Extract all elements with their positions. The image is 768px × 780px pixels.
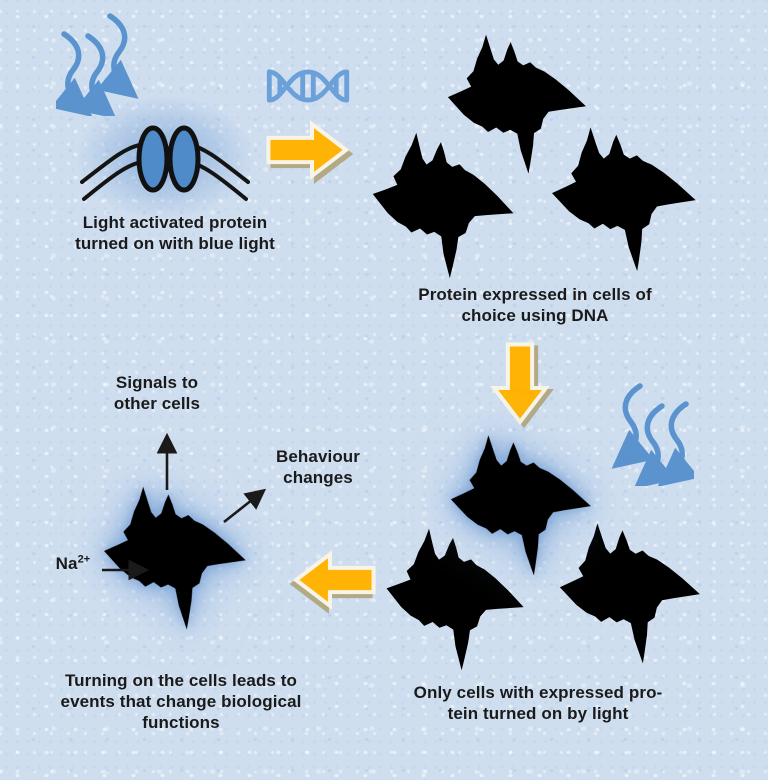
caption-line: events that change biological [60, 692, 302, 712]
label-ion: Na2+ [50, 553, 96, 574]
ion-superscript: 2+ [77, 553, 91, 566]
label-behaviour: Behaviour changes [268, 446, 368, 488]
label-line: Signals to [115, 373, 199, 392]
label-line: Behaviour [275, 447, 361, 466]
caption-step2: Protein expressed in cells of choice usi… [410, 284, 660, 326]
caption-line: tein turned on by light [447, 704, 629, 724]
cell-gray [369, 131, 517, 281]
caption-step1: Light activated protein turned on with b… [55, 212, 295, 254]
label-signals: Signals to other cells [107, 372, 207, 414]
label-line: other cells [113, 394, 201, 414]
caption-line: Light activated protein [82, 213, 268, 232]
arrow-down-icon [490, 342, 550, 426]
caption-line: Turning on the cells leads to [64, 671, 298, 690]
arrow-ion-icon [102, 560, 150, 580]
caption-line: functions [142, 713, 220, 733]
caption-line: choice using DNA [461, 306, 609, 326]
caption-step4: Turning on the cells leads to events tha… [56, 670, 306, 733]
caption-line: Only cells with expressed pro- [413, 683, 663, 702]
dna-icon [266, 69, 350, 103]
cell-gray [548, 122, 700, 276]
blue-light-rays-icon [611, 383, 694, 486]
arrow-right-icon [266, 120, 350, 180]
caption-step3: Only cells with expressed pro- tein turn… [407, 682, 669, 724]
ion-base: Na [55, 554, 78, 573]
light-activated-protein-icon [80, 125, 250, 201]
arrow-signals-icon [157, 432, 177, 490]
caption-line: turned on with blue light [75, 234, 275, 254]
arrow-left-icon [292, 550, 376, 610]
cell-blue-activated [447, 430, 595, 580]
blue-light-rays-icon [56, 13, 139, 116]
arrow-behaviour-icon [223, 488, 267, 524]
label-line: changes [283, 468, 353, 488]
caption-line: Protein expressed in cells of [418, 285, 652, 304]
